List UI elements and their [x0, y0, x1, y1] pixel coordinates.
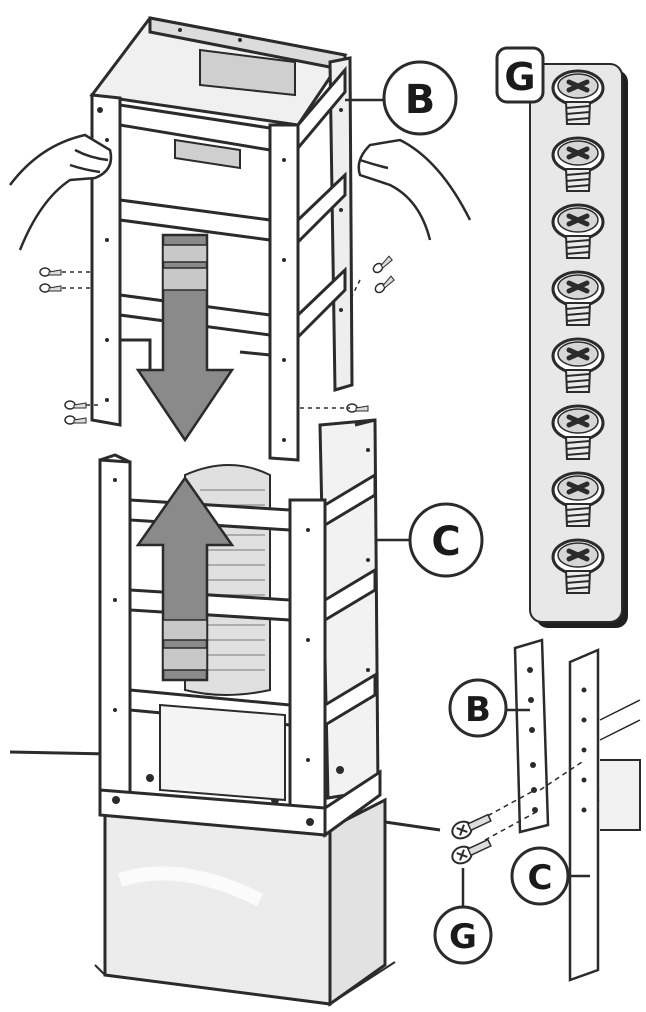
hands — [9, 133, 472, 251]
detail-callout-g-label: G — [449, 917, 477, 957]
side-screws — [39, 253, 396, 425]
base-box — [94, 797, 396, 1007]
arrow-down — [135, 233, 235, 443]
screw-panel-label: G — [504, 55, 535, 99]
floor-line — [9, 750, 441, 832]
detail-callout-c-label: C — [528, 858, 553, 898]
detail-callout-b-label: B — [465, 690, 491, 730]
detail-view: B C G — [433, 638, 641, 982]
callout-b: B — [345, 60, 458, 136]
upper-frame-b — [89, 16, 354, 462]
callout-c: C — [375, 502, 484, 578]
callout-c-label: C — [431, 519, 460, 565]
detail-screws — [451, 813, 492, 865]
callout-b-label: B — [405, 77, 436, 123]
lower-frame-c — [98, 418, 382, 838]
arrow-up — [135, 475, 235, 682]
screw-panel: G — [495, 46, 628, 628]
